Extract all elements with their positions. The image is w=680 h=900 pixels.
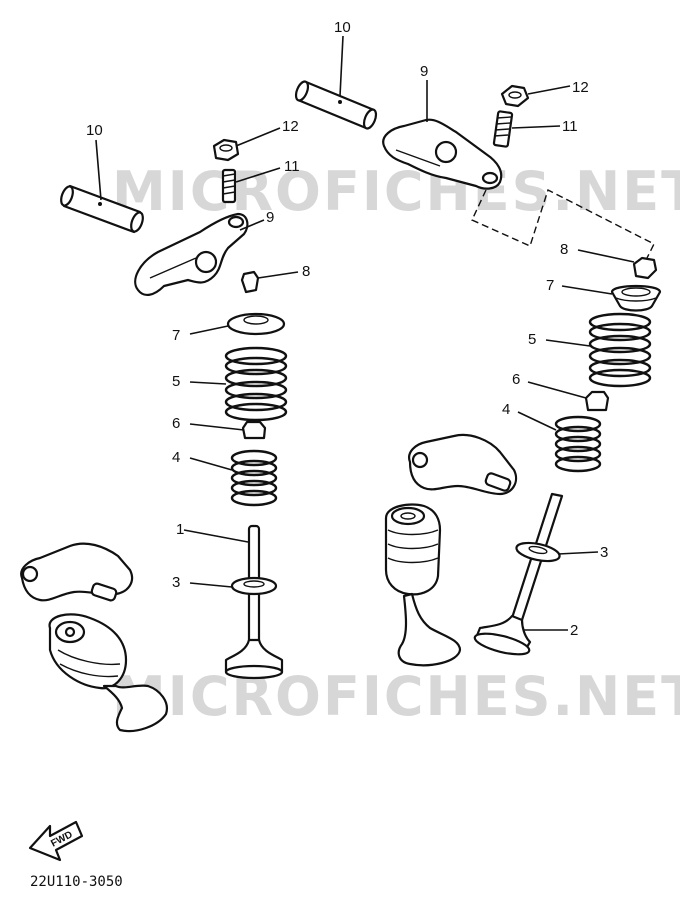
assembled-valve-left [20, 542, 168, 733]
adjusting-screw-right [492, 110, 514, 148]
leader-7-right [561, 285, 613, 295]
label-12-left: 12 [282, 118, 299, 135]
label-3-right: 3 [600, 544, 608, 561]
spring-retainer-left [226, 312, 286, 336]
leader-11-left [235, 167, 281, 183]
locknut-right [500, 84, 530, 108]
leader-8-right [577, 249, 635, 263]
leader-9-left [239, 219, 265, 231]
leader-4-left [189, 457, 233, 471]
rocker-arm-left [134, 212, 249, 296]
label-5-left: 5 [172, 373, 180, 390]
adjusting-screw-left [221, 168, 237, 204]
rocker-arm-right [382, 118, 503, 190]
label-11-right: 11 [562, 118, 578, 135]
label-3-left: 3 [172, 574, 180, 591]
label-8-right: 8 [560, 241, 568, 258]
label-4-right: 4 [502, 401, 510, 418]
label-8-left: 8 [302, 263, 310, 280]
label-7-right: 7 [546, 277, 554, 294]
label-6-left: 6 [172, 415, 180, 432]
assembled-valve-right [384, 433, 518, 667]
leader-10-left [95, 139, 102, 201]
label-9-left: 9 [266, 209, 274, 226]
oil-seal-right [584, 390, 610, 412]
label-1: 1 [176, 521, 184, 538]
label-10-right: 10 [334, 19, 351, 36]
spring-seat-left [230, 576, 278, 596]
valve-cap-right [632, 256, 658, 280]
oil-seal-left [241, 420, 267, 440]
leader-4-right [517, 411, 557, 431]
label-9-right: 9 [420, 63, 428, 80]
label-2: 2 [570, 622, 578, 639]
rocker-shaft-right [294, 80, 378, 130]
leader-1 [183, 529, 249, 543]
leader-3-left [189, 582, 233, 588]
leader-11-right [511, 125, 561, 129]
spring-retainer-right [610, 284, 662, 312]
inner-spring-right [554, 415, 602, 473]
rocker-shaft-left [60, 184, 144, 234]
label-5-right: 5 [528, 331, 536, 348]
leader-6-left [189, 423, 245, 431]
label-10-left: 10 [86, 122, 103, 139]
leader-5-left [189, 381, 227, 385]
diagram-code: 22U110-3050 [30, 874, 123, 890]
intake-valve [224, 524, 284, 680]
valve-cap-left [240, 270, 260, 294]
watermark-bottom: MICROFICHES.NET [112, 665, 680, 728]
label-12-right: 12 [572, 79, 589, 96]
outer-spring-left [224, 346, 288, 422]
leader-10-right [339, 35, 344, 97]
forward-arrow-icon: FWD [28, 820, 84, 862]
exhaust-valve [473, 492, 564, 656]
label-11-left: 11 [284, 158, 300, 175]
leader-12-left [235, 127, 281, 147]
leader-6-right [527, 381, 587, 399]
label-4-left: 4 [172, 449, 180, 466]
watermark-top: MICROFICHES.NET [112, 160, 680, 223]
label-6-right: 6 [512, 371, 520, 388]
alignment-dashed-line [471, 189, 655, 261]
label-7-left: 7 [172, 327, 180, 344]
leader-8-left [257, 271, 299, 279]
leader-3-right [557, 551, 599, 555]
spring-seat-right [515, 541, 561, 563]
inner-spring-left [230, 449, 278, 507]
outer-spring-right [588, 312, 652, 388]
leader-7-left [189, 325, 229, 335]
locknut-left [212, 138, 240, 162]
leader-12-right [527, 85, 571, 95]
leader-5-right [545, 339, 591, 347]
